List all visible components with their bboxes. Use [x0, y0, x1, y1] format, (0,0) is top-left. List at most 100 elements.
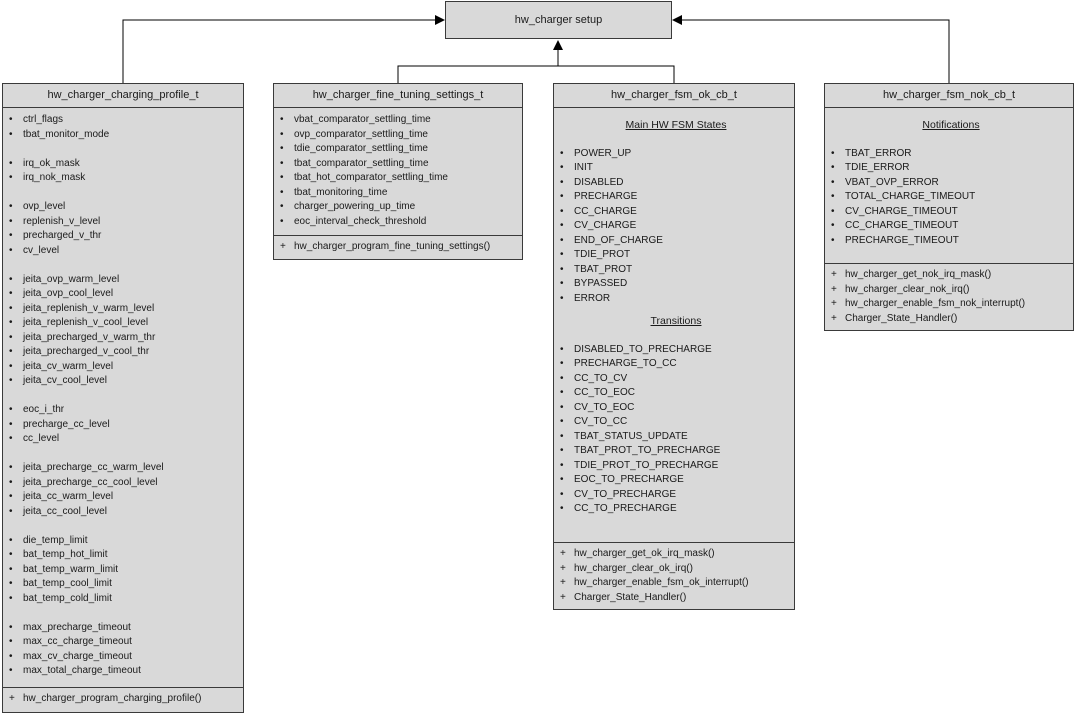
- transition-item-text: TBAT_STATUS_UPDATE: [574, 430, 688, 442]
- fsm-ok-attributes: Main HW FSM States • POWER_UP •INIT•DISABL…: [554, 108, 794, 542]
- group-spacer: [7, 606, 243, 621]
- group-spacer: [7, 447, 243, 462]
- fsm-nok-attributes: Notifications •TBAT_ERROR•TDIE_ERROR•VBA…: [825, 108, 1073, 263]
- transition-item: •CC_TO_EOC: [558, 386, 794, 401]
- attribute-item: •tbat_comparator_settling_time: [278, 157, 522, 172]
- state-item-marker: •: [560, 191, 564, 202]
- notification-item: •CV_CHARGE_TIMEOUT: [829, 205, 1073, 220]
- attribute-item-marker: •: [9, 114, 13, 125]
- attribute-item: •jeita_precharge_cc_cool_level: [7, 476, 243, 491]
- operation-item-marker: +: [280, 241, 286, 252]
- operation-item-marker: +: [831, 283, 837, 295]
- attribute-item-marker: •: [9, 592, 13, 604]
- state-item-marker: •: [560, 278, 564, 289]
- attribute-item: •max_precharge_timeout: [7, 621, 243, 636]
- state-item: •DISABLED: [558, 176, 794, 191]
- state-item-text: PRECHARGE: [574, 191, 638, 202]
- attribute-item: •bat_temp_hot_limit: [7, 548, 243, 563]
- state-item: •CV_CHARGE: [558, 219, 794, 234]
- root-class-title: hw_charger setup: [514, 14, 603, 26]
- operation-item-text: hw_charger_program_fine_tuning_settings(…: [294, 241, 491, 252]
- attribute-item-marker: •: [280, 128, 284, 140]
- attribute-item-text: die_temp_limit: [23, 534, 88, 546]
- attribute-item: • ovp_comparator_settling_time: [278, 128, 522, 143]
- attribute-item: •jeita_ovp_warm_level: [7, 273, 243, 288]
- transition-item-marker: •: [560, 372, 564, 384]
- attribute-item-marker: •: [9, 549, 13, 560]
- attribute-item-marker: •: [9, 433, 13, 444]
- transition-item-text: CV_TO_CC: [574, 416, 628, 427]
- attribute-item-marker: •: [9, 462, 13, 473]
- notification-item: •TDIE_ERROR: [829, 161, 1073, 176]
- group-spacer: [7, 519, 243, 534]
- transition-item-text: CC_TO_CV: [574, 372, 628, 384]
- attribute-item: •max_cc_charge_timeout: [7, 635, 243, 650]
- attribute-item-marker: •: [9, 418, 13, 430]
- attribute-item-marker: •: [280, 143, 284, 154]
- transition-item-marker: •: [560, 474, 564, 485]
- operation-item: +Charger_State_Handler(): [829, 312, 1073, 327]
- fsm-states-heading: Main HW FSM States: [625, 119, 727, 131]
- fsm-nok-class-box: hw_charger_fsm_nok_cb_t Notifications •T…: [824, 83, 1074, 331]
- attribute-item-text: precharged_v_thr: [23, 230, 102, 241]
- attribute-item: •cc_level: [7, 432, 243, 447]
- attribute-item-text: precharge_cc_level: [23, 418, 110, 430]
- attribute-item-text: replenish_v_level: [23, 215, 101, 227]
- state-item: •BYPASSED: [558, 277, 794, 292]
- attribute-item-marker: •: [9, 534, 13, 546]
- attribute-item-marker: •: [9, 201, 13, 212]
- operation-item-text: hw_charger_get_nok_irq_mask(): [845, 269, 992, 280]
- transition-item-text: EOC_TO_PRECHARGE: [574, 474, 684, 485]
- operation-item: +Charger_State_Handler(): [558, 591, 794, 606]
- attribute-item-marker: •: [280, 201, 284, 212]
- notification-item-marker: •: [831, 234, 835, 246]
- operation-item-marker: +: [560, 562, 566, 574]
- transition-item: •CV_TO_PRECHARGE: [558, 488, 794, 503]
- operation-item: +hw_charger_enable_fsm_ok_interrupt(): [558, 576, 794, 591]
- state-item-text: POWER_UP: [574, 147, 632, 159]
- attribute-item: •ctrl_flags: [7, 113, 243, 128]
- state-item-marker: •: [560, 176, 564, 188]
- attribute-item-text: bat_temp_cold_limit: [23, 592, 112, 604]
- attribute-item: •vbat_comparator_settling_time: [278, 113, 522, 128]
- attribute-item-marker: •: [9, 230, 13, 241]
- fine-tuning-attributes: •vbat_comparator_settling_time•ovp_compa…: [274, 108, 522, 235]
- transition-item-text: PRECHARGE_TO_CC: [574, 358, 677, 369]
- state-item: •INIT: [558, 161, 794, 176]
- fine-tuning-operations: + hw_charger_program_fine_tuning_settings…: [274, 235, 522, 255]
- operation-item-text: hw_charger_enable_fsm_ok_interrupt(): [574, 577, 749, 588]
- attribute-item-marker: •: [9, 505, 13, 517]
- transition-item: •CV_TO_CC: [558, 415, 794, 430]
- transition-item-marker: •: [560, 387, 564, 398]
- attribute-item: •max_cv_charge_timeout: [7, 650, 243, 665]
- operation-item-marker: +: [9, 693, 15, 704]
- attribute-item-text: ovp_level: [23, 201, 66, 212]
- fsm-nok-title: hw_charger_fsm_nok_cb_t: [825, 84, 1073, 108]
- attribute-item-text: tbat_monitor_mode: [23, 128, 110, 140]
- attribute-item-text: tbat_comparator_settling_time: [294, 157, 429, 169]
- attribute-item-marker: •: [9, 317, 13, 328]
- transition-item-marker: •: [560, 459, 564, 471]
- transition-item-text: CV_TO_PRECHARGE: [574, 488, 677, 500]
- attribute-item-text: ovp_comparator_settling_time: [294, 128, 428, 140]
- transition-item: •TBAT_STATUS_UPDATE: [558, 430, 794, 445]
- attribute-item-marker: •: [280, 186, 284, 198]
- state-item-marker: •: [560, 292, 564, 304]
- attribute-item-text: max_precharge_timeout: [23, 621, 131, 633]
- notification-item: •PRECHARGE_TIMEOUT: [829, 234, 1073, 249]
- state-item-marker: •: [560, 162, 564, 173]
- operation-item-text: Charger_State_Handler(): [845, 312, 958, 324]
- attribute-item-text: cv_level: [23, 244, 60, 256]
- attribute-item-text: jeita_precharge_cc_warm_level: [23, 462, 164, 473]
- notification-item-marker: •: [831, 147, 835, 159]
- attribute-item: •tbat_hot_comparator_settling_time: [278, 171, 522, 186]
- operation-item-marker: +: [560, 591, 566, 603]
- attribute-item-marker: •: [280, 215, 284, 227]
- attribute-item-marker: •: [9, 215, 13, 227]
- attribute-item: •jeita_cc_warm_level: [7, 490, 243, 505]
- attribute-item-marker: •: [9, 244, 13, 256]
- root-class-box: hw_charger setup: [445, 1, 672, 39]
- attribute-item-text: tbat_monitoring_time: [294, 186, 388, 198]
- attribute-item: •irq_nok_mask: [7, 171, 243, 186]
- attribute-item-marker: •: [9, 636, 13, 647]
